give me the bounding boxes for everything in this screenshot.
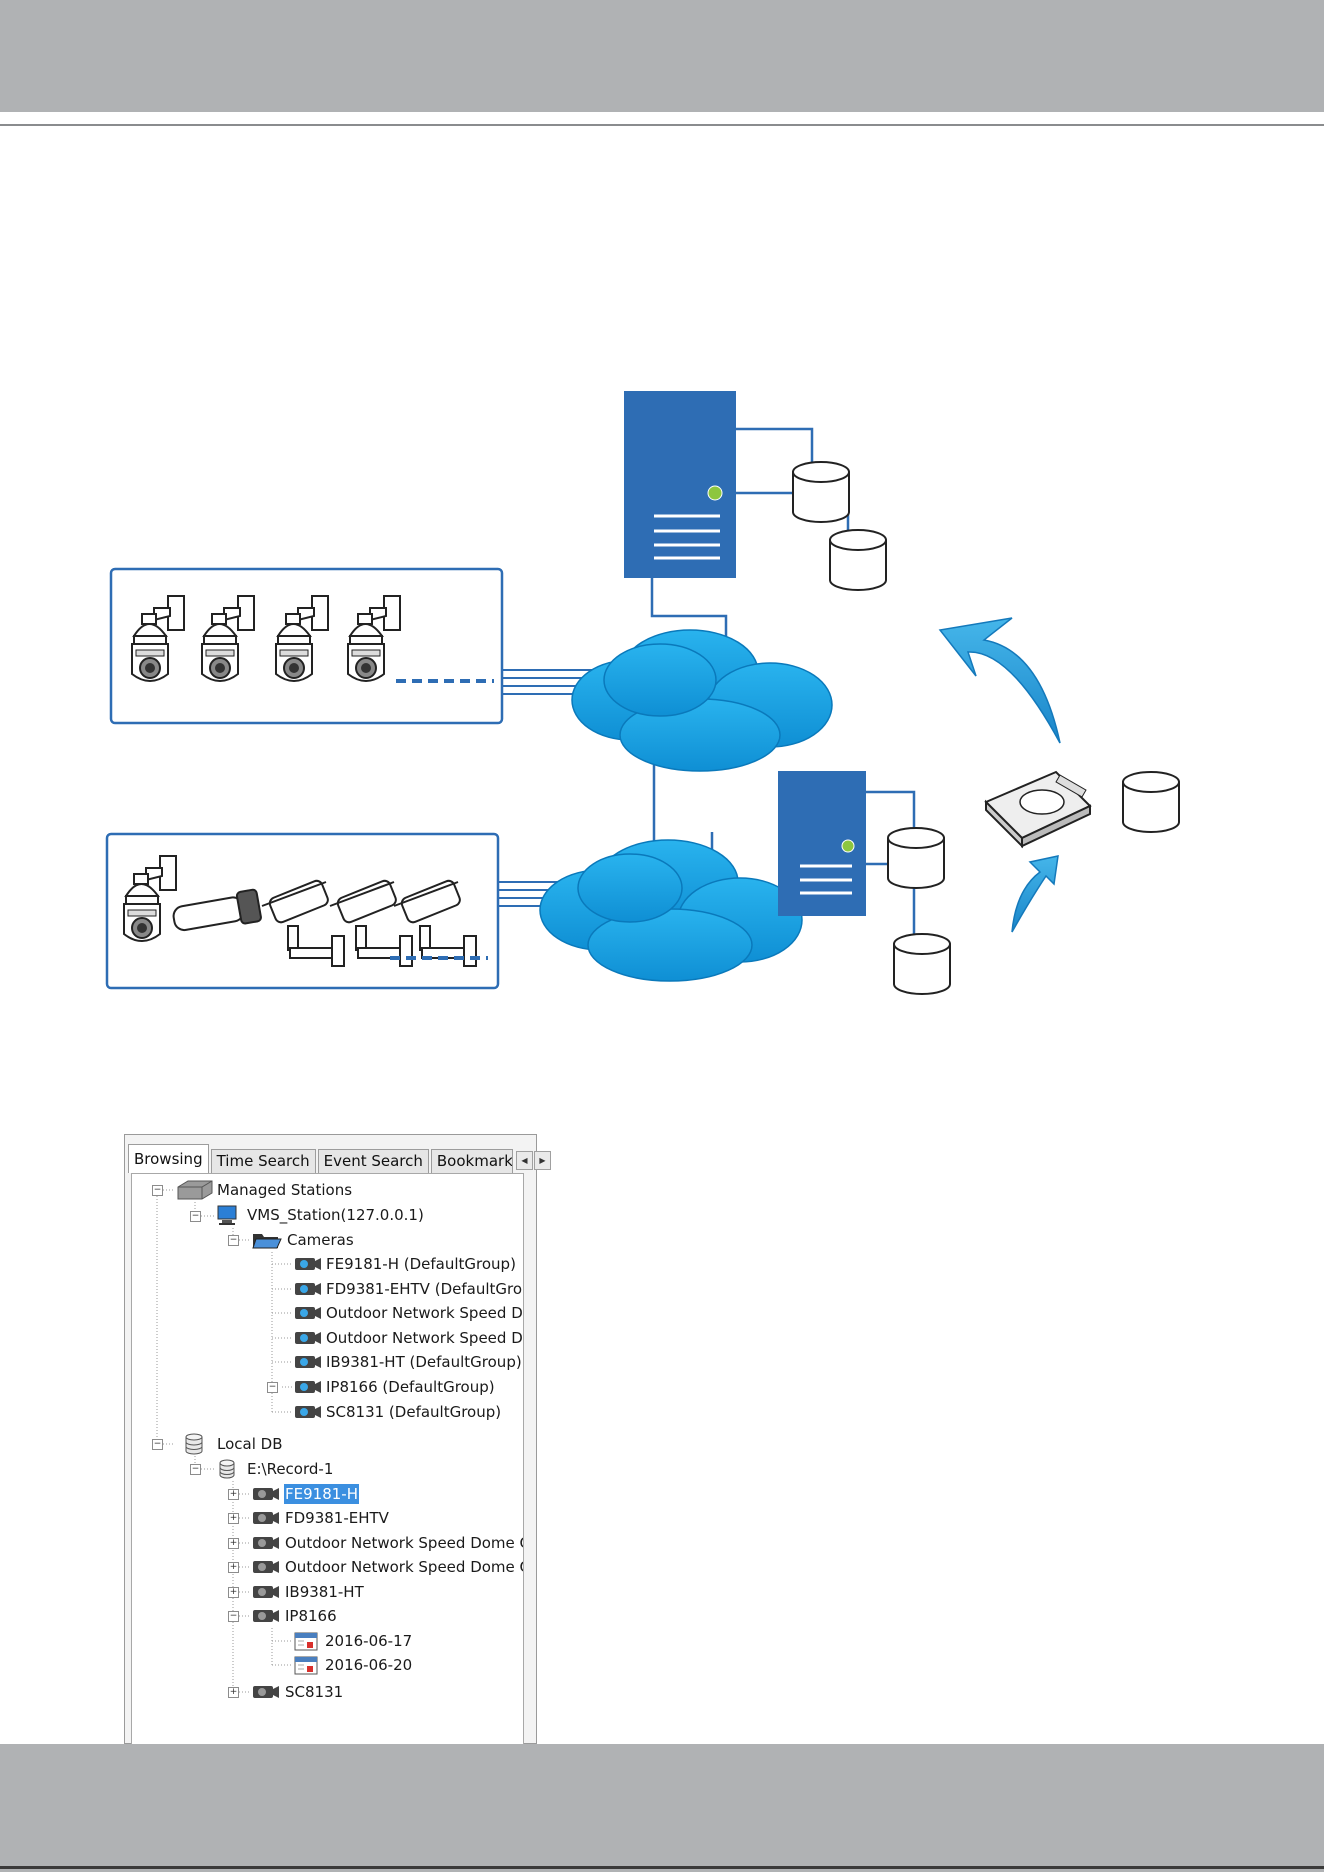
tree-node-local-db[interactable]: Local DB <box>176 1432 284 1456</box>
camera-icon <box>253 1586 279 1598</box>
tree-node-recording[interactable]: IB9381-HT <box>252 1580 365 1604</box>
tree-node-camera[interactable]: IP8166 (DefaultGroup) <box>294 1375 496 1399</box>
cloud-top <box>571 629 833 772</box>
node-label: VMS_Station(127.0.0.1) <box>247 1206 424 1224</box>
expand-icon[interactable]: + <box>228 1562 239 1573</box>
camera-icon <box>253 1488 279 1500</box>
footer-band <box>0 1744 1324 1872</box>
tab-time-search[interactable]: Time Search <box>210 1149 316 1173</box>
database-icon <box>219 1459 235 1479</box>
collapse-icon[interactable]: − <box>190 1211 201 1222</box>
folder-icon <box>252 1234 282 1249</box>
tree-node-camera[interactable]: SC8131 (DefaultGroup) <box>294 1400 502 1424</box>
node-label: FD9381-EHTV <box>285 1509 389 1527</box>
tab-browsing[interactable]: Browsing <box>128 1144 209 1173</box>
tree-node-managed-stations[interactable]: Managed Stations <box>176 1178 353 1202</box>
node-label: FE9181-H (DefaultGroup) <box>326 1255 516 1273</box>
tab-event-search[interactable]: Event Search <box>317 1149 429 1173</box>
node-label: Local DB <box>217 1435 283 1453</box>
calendar-icon <box>294 1632 318 1651</box>
node-label: FD9381-EHTV (DefaultGrou <box>326 1280 524 1298</box>
tree-node-camera[interactable]: FD9381-EHTV (DefaultGrou <box>294 1277 524 1301</box>
tree-node-recording[interactable]: FD9381-EHTV <box>252 1506 390 1530</box>
node-label: Managed Stations <box>217 1181 353 1199</box>
cloud-bottom <box>539 839 803 982</box>
node-label-selected: FE9181-H <box>284 1484 359 1504</box>
expand-icon[interactable]: + <box>228 1513 239 1524</box>
server-top <box>624 391 736 578</box>
computer-icon <box>217 1205 237 1225</box>
server-rack-icon <box>177 1180 213 1200</box>
camera-icon <box>295 1356 321 1368</box>
network-diagram <box>105 391 1180 995</box>
camera-icon <box>253 1512 279 1524</box>
tree-node-recording[interactable]: IP8166 <box>252 1604 338 1628</box>
tree-node-date[interactable]: 2016-06-17 <box>294 1629 413 1653</box>
calendar-icon <box>294 1656 318 1675</box>
tree-node-recording[interactable]: Outdoor Network Speed Dome C <box>252 1531 524 1555</box>
tab-scroll-left-icon[interactable]: ◀ <box>515 1151 533 1170</box>
camera-icon <box>253 1537 279 1549</box>
tree-node-camera[interactable]: IB9381-HT (DefaultGroup) <box>294 1350 523 1374</box>
camera-icon <box>295 1258 321 1270</box>
database-icon <box>185 1433 203 1455</box>
tree-node-recording[interactable]: Outdoor Network Speed Dome C <box>252 1555 524 1579</box>
collapse-icon[interactable]: − <box>152 1185 163 1196</box>
camera-icon <box>295 1406 321 1418</box>
tree-node-camera[interactable]: Outdoor Network Speed D <box>294 1301 523 1325</box>
node-label: IB9381-HT (DefaultGroup) <box>326 1353 522 1371</box>
camera-icon <box>253 1561 279 1573</box>
node-label: Cameras <box>287 1231 354 1249</box>
node-label: SC8131 (DefaultGroup) <box>326 1403 502 1421</box>
tab-bar: Browsing Time Search Event Search Bookma… <box>128 1144 551 1173</box>
node-label: IP8166 (DefaultGroup) <box>326 1378 495 1396</box>
hard-drive <box>984 770 1092 849</box>
node-label: IB9381-HT <box>285 1583 364 1601</box>
tree-node-recording[interactable]: FE9181-H <box>252 1482 359 1506</box>
arrow-up-right <box>1011 855 1059 933</box>
tree-node-camera[interactable]: FE9181-H (DefaultGroup) <box>294 1252 517 1276</box>
node-label: Outdoor Network Speed D <box>326 1304 523 1322</box>
expand-icon[interactable]: + <box>228 1489 239 1500</box>
node-label: Outdoor Network Speed D <box>326 1329 523 1347</box>
collapse-icon[interactable]: − <box>152 1439 163 1450</box>
tree-node-drive[interactable]: E:\Record-1 <box>216 1457 334 1481</box>
camera-icon <box>295 1283 321 1295</box>
tree-node-recording[interactable]: SC8131 <box>252 1680 344 1704</box>
expand-icon[interactable]: + <box>228 1587 239 1598</box>
collapse-icon[interactable]: − <box>228 1235 239 1246</box>
expand-icon[interactable]: + <box>228 1687 239 1698</box>
node-label: IP8166 <box>285 1607 337 1625</box>
tree-node-vms-station[interactable]: VMS_Station(127.0.0.1) <box>216 1203 425 1227</box>
tree-node-camera[interactable]: Outdoor Network Speed D <box>294 1326 523 1350</box>
camera-icon <box>295 1332 321 1344</box>
footer-rule <box>0 1866 1324 1869</box>
node-label: SC8131 <box>285 1683 344 1701</box>
node-label: 2016-06-20 <box>325 1656 413 1674</box>
tree-view: − − − − − − + + + + + − + Managed Statio… <box>131 1173 524 1745</box>
tab-bookmark-search[interactable]: Bookmark S <box>430 1149 513 1173</box>
header-band <box>0 0 1324 112</box>
node-label: 2016-06-17 <box>325 1632 413 1650</box>
expand-icon[interactable]: + <box>228 1538 239 1549</box>
collapse-icon[interactable]: − <box>228 1611 239 1622</box>
header-rule <box>0 124 1324 126</box>
node-label: E:\Record-1 <box>247 1460 334 1478</box>
camera-icon <box>295 1307 321 1319</box>
camera-icon <box>295 1381 321 1393</box>
collapse-icon[interactable]: − <box>267 1382 278 1393</box>
camera-icon <box>253 1686 279 1698</box>
arrow-up-left <box>938 617 1061 744</box>
tab-scroll-right-icon[interactable]: ▶ <box>533 1151 551 1170</box>
node-label: Outdoor Network Speed Dome C <box>285 1558 524 1576</box>
camera-icon <box>253 1610 279 1622</box>
browsing-panel: Browsing Time Search Event Search Bookma… <box>124 1134 551 1745</box>
tree-node-cameras-folder[interactable]: Cameras <box>252 1228 355 1252</box>
collapse-icon[interactable]: − <box>190 1464 201 1475</box>
node-label: Outdoor Network Speed Dome C <box>285 1534 524 1552</box>
tree-node-date[interactable]: 2016-06-20 <box>294 1653 413 1677</box>
